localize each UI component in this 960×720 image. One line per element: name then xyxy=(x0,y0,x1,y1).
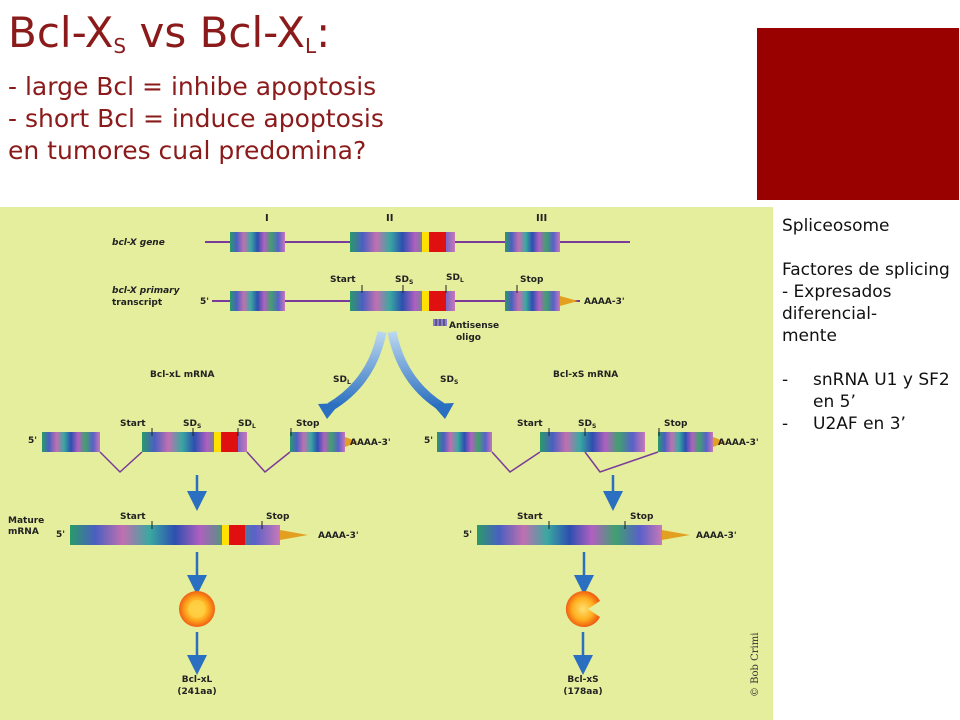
svg-text:5': 5' xyxy=(424,436,433,446)
title-prefix: Bcl-X xyxy=(8,8,114,57)
mature-row-left: Mature mRNA 5' AAAA-3' Start Stop xyxy=(8,512,359,545)
title-heading: Bcl-XS vs Bcl-XL: xyxy=(8,8,748,71)
note-spliceosome: Spliceosome xyxy=(782,216,890,236)
xl-mrna-label: Bcl-xL mRNA xyxy=(150,370,215,380)
down-arrows-2 xyxy=(187,552,594,595)
note-bullet: -snRNA U1 y SF2 en 5’ xyxy=(782,370,950,412)
svg-text:Start: Start xyxy=(517,419,543,429)
sds-label: SDS xyxy=(395,275,413,286)
note-bullet-list: -snRNA U1 y SF2 en 5’ -U2AF en 3’ xyxy=(782,369,957,435)
svg-text:Start: Start xyxy=(517,512,543,522)
title-line-short: - short Bcl = induce apoptosis xyxy=(8,104,384,133)
antisense-oligo-icon xyxy=(433,319,447,326)
polya-label: AAAA-3' xyxy=(584,297,625,307)
svg-text:Stop: Stop xyxy=(630,512,654,522)
arrow-to-xl-icon xyxy=(327,331,387,411)
arrow-sds-label: SDS xyxy=(440,375,458,386)
protein-xl-length: (241aa) xyxy=(177,687,216,697)
note-factors: Factores de splicing xyxy=(782,260,950,280)
exon-label-ii: II xyxy=(386,213,393,224)
svg-text:5': 5' xyxy=(28,436,37,446)
five-prime-label: 5' xyxy=(200,297,209,307)
title-line-question: en tumores cual predomina? xyxy=(8,136,367,165)
title-sub-s: S xyxy=(113,34,127,58)
gene-row: I II III bcl-X gene xyxy=(112,213,630,252)
protein-xs-label: Bcl-xS xyxy=(567,675,598,685)
svg-text:Stop: Stop xyxy=(664,419,688,429)
mature-row-right: 5' AAAA-3' Start Stop xyxy=(463,512,737,545)
arrow-sdl-label: SDL xyxy=(333,375,351,386)
stop-label: Stop xyxy=(520,275,544,285)
svg-text:Stop: Stop xyxy=(266,512,290,522)
down-arrows-3 xyxy=(187,632,593,675)
figure-background xyxy=(0,207,773,720)
note-expressed: - Expresados diferencial- mente xyxy=(782,282,892,346)
primary-label: bcl-X primary xyxy=(112,286,181,296)
note-bullet: -U2AF en 3’ xyxy=(782,414,906,434)
svg-text:AAAA-3': AAAA-3' xyxy=(318,531,359,541)
title-line-large: - large Bcl = inhibe apoptosis xyxy=(8,72,377,101)
sdl-label: SDL xyxy=(446,273,464,284)
splice-arrows: SDL SDS Bcl-xL mRNA Bcl-xS mRNA xyxy=(150,331,618,419)
svg-text:AAAA-3': AAAA-3' xyxy=(718,438,759,448)
svg-text:SDS: SDS xyxy=(183,419,201,430)
down-arrows-1 xyxy=(187,475,623,511)
svg-text:Start: Start xyxy=(120,512,146,522)
arrow-to-xs-icon xyxy=(387,331,445,411)
side-notes: Spliceosome Factores de splicing - Expre… xyxy=(782,215,957,435)
protein-labels: Bcl-xL (241aa) Bcl-xS (178aa) xyxy=(177,675,602,697)
svg-text:5': 5' xyxy=(463,530,472,540)
exon-label-iii: III xyxy=(536,213,547,224)
svg-text:5': 5' xyxy=(56,530,65,540)
splicing-row-right: 5' AAAA-3' Start SDS Stop xyxy=(424,419,759,473)
svg-text:SDL: SDL xyxy=(238,419,256,430)
primary-label-2: transcript xyxy=(112,298,163,308)
title-sub-l: L xyxy=(304,34,317,58)
svg-text:Start: Start xyxy=(120,419,146,429)
slide-title: Bcl-XS vs Bcl-XL: - large Bcl = inhibe a… xyxy=(8,8,748,167)
figure-credit: © Bob Crimi xyxy=(750,633,761,697)
gene-label: bcl-X gene xyxy=(112,238,165,248)
start-label: Start xyxy=(330,275,356,285)
accent-box xyxy=(757,28,959,200)
gene-exon-3 xyxy=(505,232,560,252)
exon-label-i: I xyxy=(265,213,269,224)
svg-text:AAAA-3': AAAA-3' xyxy=(696,531,737,541)
oligo-label: oligo xyxy=(456,333,481,343)
splicing-diagram: I II III bcl-X gene bcl-X primary transc… xyxy=(0,207,773,720)
mature-label-2: mRNA xyxy=(8,527,39,537)
primary-transcript-row: bcl-X primary transcript 5' AAAA-3' Star… xyxy=(112,273,625,343)
apoptotic-cell-icon xyxy=(565,591,600,627)
gene-exon-1 xyxy=(230,232,285,252)
svg-text:SDS: SDS xyxy=(578,419,596,430)
antisense-label: Antisense xyxy=(449,321,499,331)
svg-text:AAAA-3': AAAA-3' xyxy=(350,438,391,448)
protein-xl-label: Bcl-xL xyxy=(182,675,213,685)
splicing-row-left: 5' AAAA-3' Start SDS SDL Stop xyxy=(28,419,391,474)
svg-text:Stop: Stop xyxy=(296,419,320,429)
xs-mrna-label: Bcl-xS mRNA xyxy=(553,370,618,380)
title-vs: vs Bcl-X xyxy=(126,8,305,57)
title-colon: : xyxy=(316,8,331,57)
mature-label: Mature xyxy=(8,516,44,526)
protein-xs-length: (178aa) xyxy=(563,687,602,697)
